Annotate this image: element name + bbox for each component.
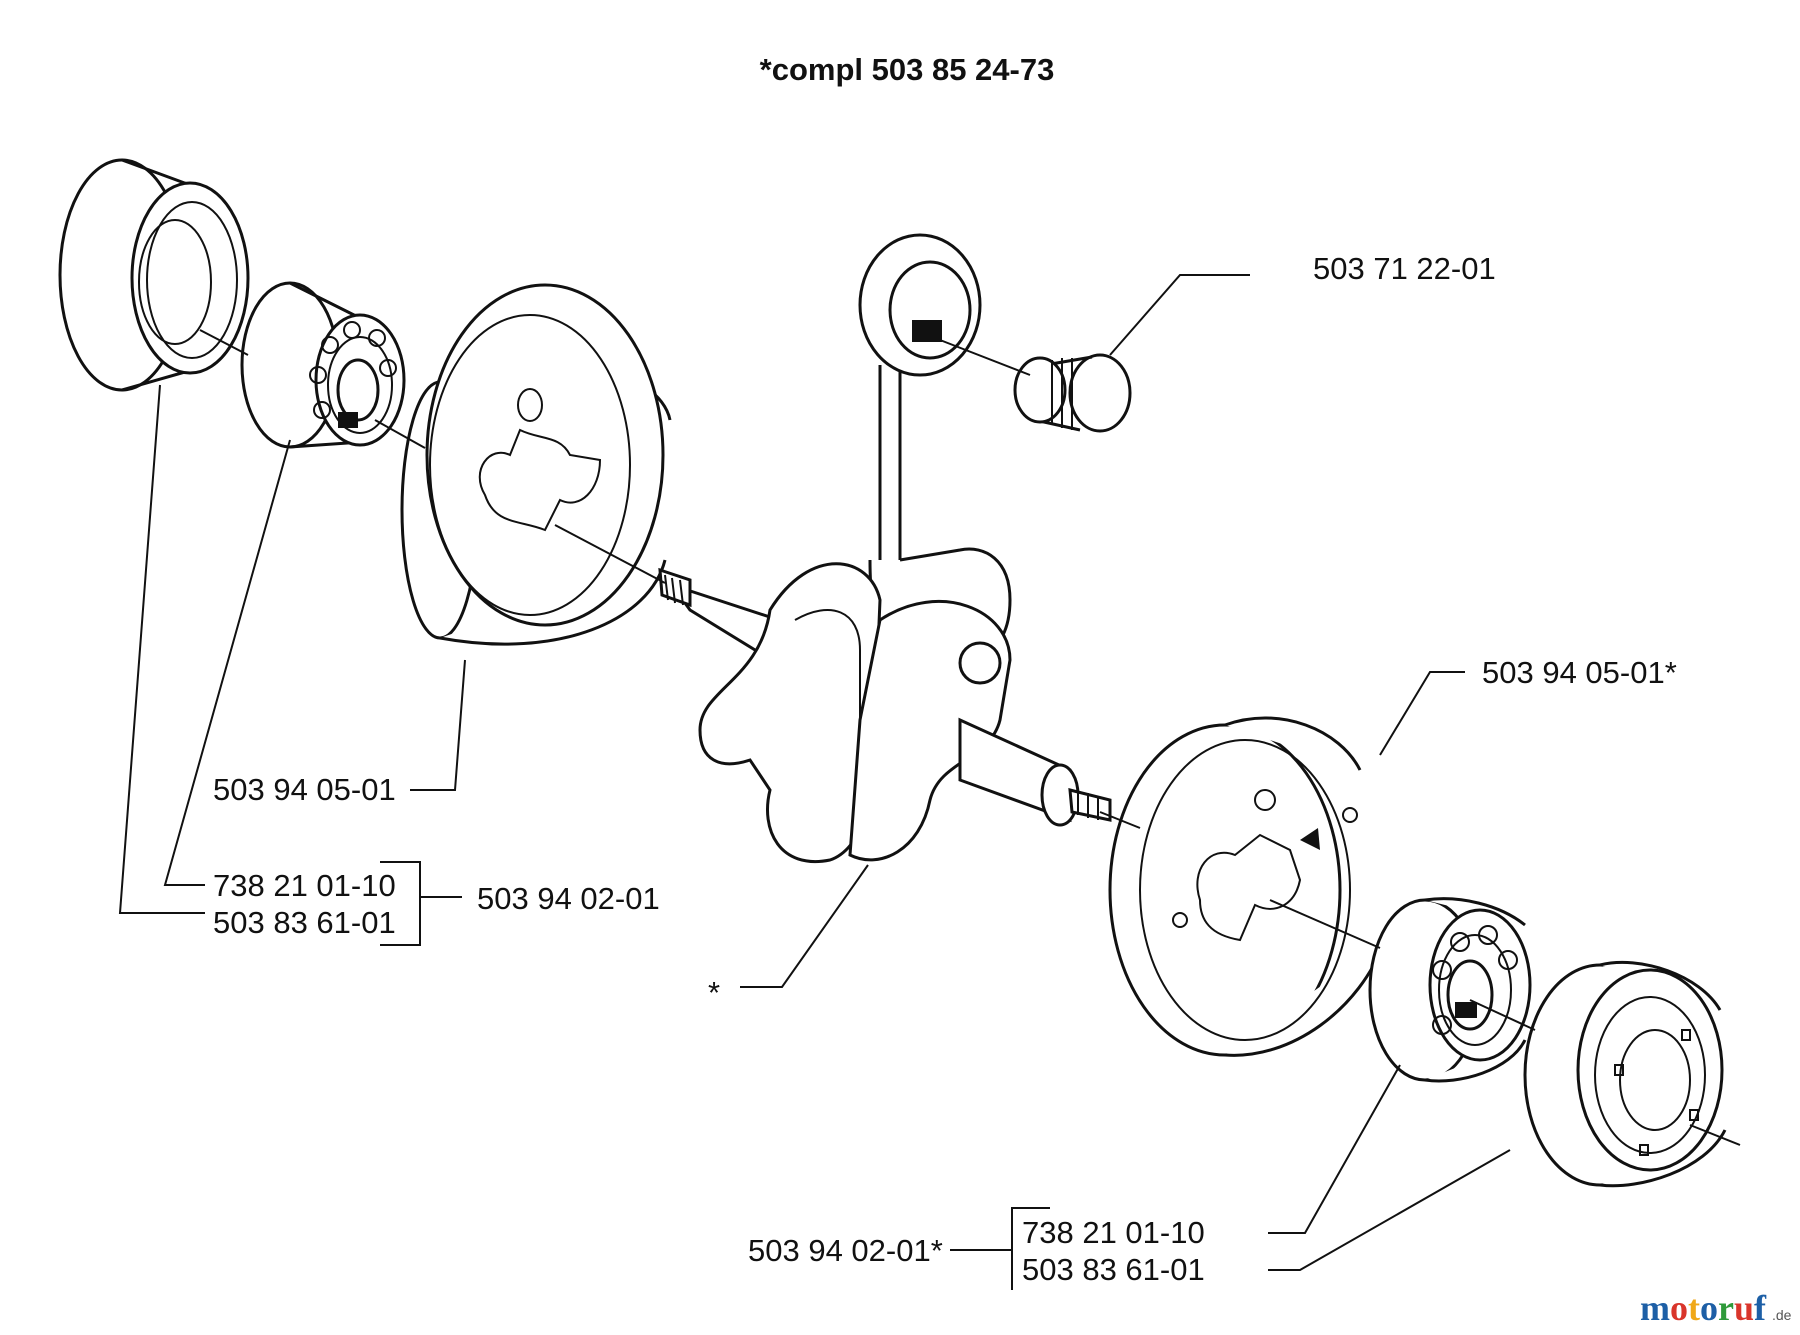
label-seal-right: 503 83 61-01 [1022,1252,1205,1287]
watermark-suffix: .de [1772,1307,1792,1323]
watermark-text: motoruf [1640,1288,1767,1328]
leader-lines [118,274,1741,1290]
label-bearing-right: 738 21 01-10 [1022,1215,1205,1250]
label-bearing-left: 738 21 01-10 [213,868,396,903]
oil-seal-left [58,158,250,392]
label-kit-left: 503 94 02-01 [477,881,660,916]
watermark-letter: o [1670,1288,1688,1328]
watermark-letter: f [1754,1288,1767,1328]
watermark-logo: motoruf .de [1640,1288,1792,1328]
label-bearing-housing-left: 503 94 05-01 [213,772,396,807]
bearing-housing-right [1108,716,1387,1057]
diagram-title: *compl 503 85 24-73 [760,52,1055,87]
label-kit-right: 503 94 02-01* [748,1233,943,1268]
watermark-letter: o [1700,1288,1718,1328]
bearing-housing-left [400,283,672,646]
watermark-letter: r [1718,1288,1734,1328]
label-conrod-bearing: 503 71 22-01 [1313,251,1496,286]
watermark-letter: m [1640,1288,1670,1328]
crankshaft [658,562,1112,863]
ball-bearing-left [240,281,406,449]
label-seal-left: 503 83 61-01 [213,905,396,940]
watermark-letter: u [1734,1288,1754,1328]
ball-bearing-right [1368,897,1532,1083]
watermark-letter: t [1688,1288,1700,1328]
label-bearing-housing-right: 503 94 05-01* [1482,655,1677,690]
needle-bearing [1013,353,1132,433]
label-crankshaft: * [708,975,720,1010]
oil-seal-right [1523,960,1727,1188]
